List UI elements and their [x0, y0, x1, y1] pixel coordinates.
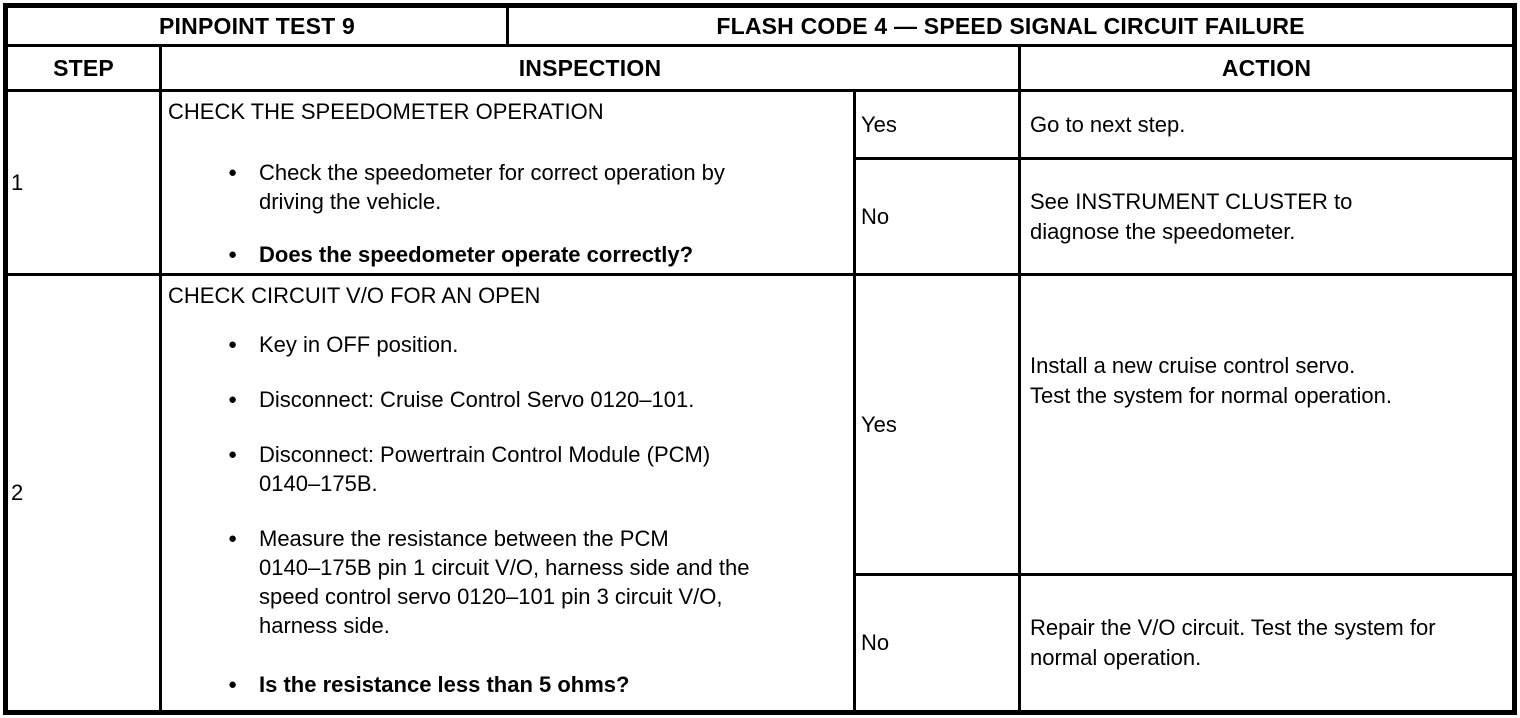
inspection-bullet-question: ● Is the resistance less than 5 ohms? [228, 670, 843, 699]
column-header-row: STEP INSPECTION ACTION [8, 47, 1512, 92]
inspection-title: CHECK THE SPEEDOMETER OPERATION [168, 99, 604, 124]
action-cell: Go to next step. [1030, 111, 1186, 137]
bullet-text: Does the speedometer operate correctly? [259, 242, 694, 267]
action-cell: Install a new cruise control servo. Test… [1030, 352, 1392, 408]
answer-no-cell: No [856, 160, 1021, 273]
inspection-bullet: ● Check the speedometer for correct oper… [228, 158, 843, 216]
bullet-icon: ● [228, 164, 238, 181]
pinpoint-test-title: PINPOINT TEST 9 [8, 8, 509, 44]
answer-no-cell: No [856, 576, 1021, 710]
results-block: Yes Install a new cruise control servo. … [856, 276, 1512, 710]
bullet-icon: ● [228, 530, 238, 547]
inspection-bullet-list: ● Check the speedometer for correct oper… [162, 158, 853, 269]
inspection-title: CHECK CIRCUIT V/O FOR AN OPEN [168, 283, 541, 308]
result-row-no: No See INSTRUMENT CLUSTER to diagnose th… [856, 160, 1512, 273]
step-row-1: 1 CHECK THE SPEEDOMETER OPERATION ● Chec… [8, 92, 1512, 276]
column-header-step: STEP [8, 47, 162, 89]
inspection-bullet-list: ● Key in OFF position. ● Disconnect: Cru… [162, 330, 853, 699]
result-row-no: No Repair the V/O circuit. Test the syst… [856, 576, 1512, 710]
action-cell: See INSTRUMENT CLUSTER to diagnose the s… [1030, 188, 1353, 244]
bullet-text: Key in OFF position. [259, 332, 459, 357]
step-number: 2 [8, 276, 162, 710]
inspection-bullet: ● Key in OFF position. [228, 330, 843, 359]
results-block: Yes Go to next step. No See INSTRUMENT C… [856, 92, 1512, 273]
inspection-cell: CHECK CIRCUIT V/O FOR AN OPEN ● Key in O… [162, 276, 856, 710]
step-number: 1 [8, 92, 162, 273]
inspection-bullet-question: ● Does the speedometer operate correctly… [228, 240, 843, 269]
bullet-text: Is the resistance less than 5 ohms? [259, 672, 630, 697]
inspection-bullet: ● Measure the resistance between the PCM… [228, 524, 843, 640]
flash-code-title: FLASH CODE 4 — SPEED SIGNAL CIRCUIT FAIL… [716, 12, 1305, 39]
bullet-icon: ● [228, 446, 238, 463]
answer-yes-cell: Yes [856, 276, 1021, 573]
table-title-row: PINPOINT TEST 9 FLASH CODE 4 — SPEED SIG… [8, 8, 1512, 47]
bullet-icon: ● [228, 391, 238, 408]
bullet-text: Disconnect: Powertrain Control Module (P… [259, 442, 711, 496]
bullet-icon: ● [228, 246, 238, 263]
bullet-text: Measure the resistance between the PCM 0… [259, 526, 750, 638]
result-row-yes: Yes Go to next step. [856, 92, 1512, 160]
column-header-action: ACTION [1221, 54, 1312, 81]
bullet-icon: ● [228, 676, 238, 693]
result-row-yes: Yes Install a new cruise control servo. … [856, 276, 1512, 576]
inspection-bullet: ● Disconnect: Powertrain Control Module … [228, 440, 843, 498]
inspection-bullet: ● Disconnect: Cruise Control Servo 0120–… [228, 385, 843, 414]
bullet-text: Disconnect: Cruise Control Servo 0120–10… [259, 387, 695, 412]
bullet-icon: ● [228, 336, 238, 353]
action-cell: Repair the V/O circuit. Test the system … [1030, 615, 1436, 670]
bullet-text: Check the speedometer for correct operat… [259, 160, 725, 214]
step-row-2: 2 CHECK CIRCUIT V/O FOR AN OPEN ● Key in… [8, 276, 1512, 710]
pinpoint-test-table: PINPOINT TEST 9 FLASH CODE 4 — SPEED SIG… [3, 3, 1517, 715]
column-header-inspection: INSPECTION [162, 47, 1021, 89]
inspection-cell: CHECK THE SPEEDOMETER OPERATION ● Check … [162, 92, 856, 273]
answer-yes-cell: Yes [856, 92, 1021, 157]
